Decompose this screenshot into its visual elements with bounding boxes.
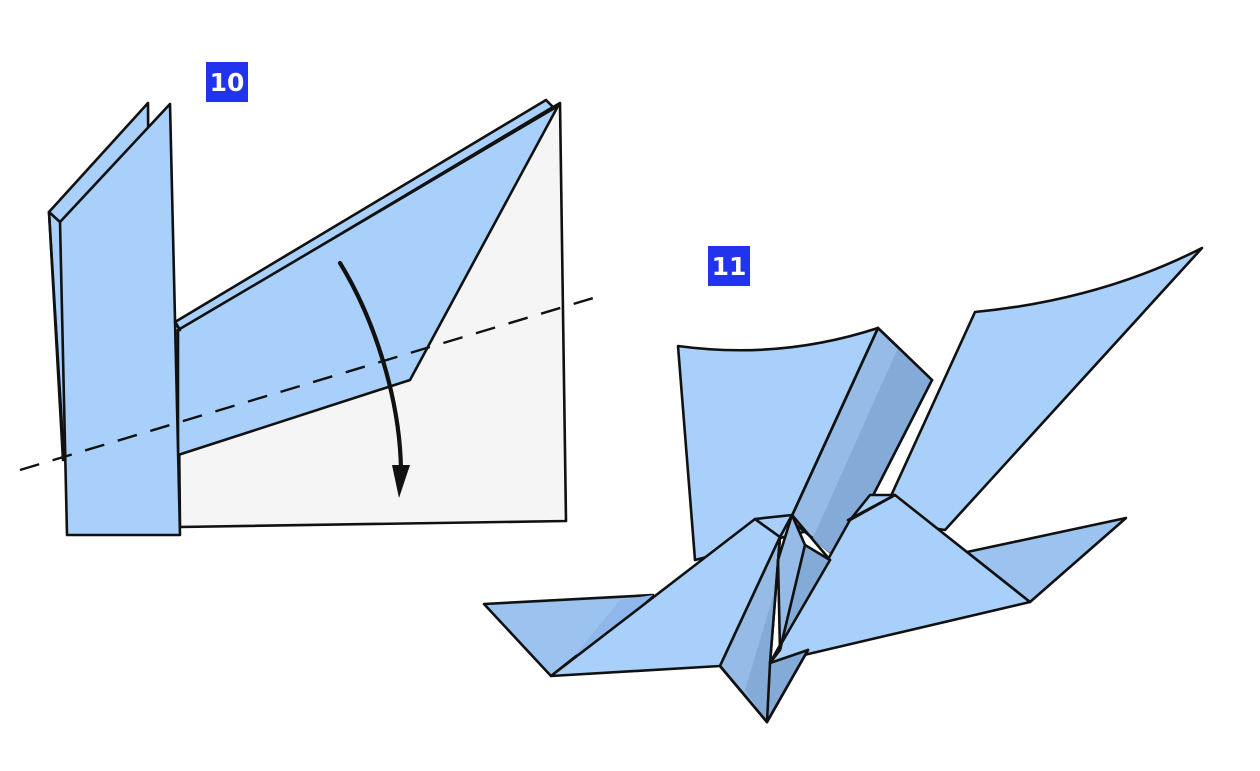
step-11-model [482, 246, 1204, 724]
step-number-badge-10: 10 [206, 62, 248, 102]
step-number-badge-11: 11 [708, 246, 750, 286]
left-strip-fold [47, 210, 62, 224]
step-10-model [47, 98, 568, 537]
curved-fold-arrow [337, 260, 410, 498]
left-front-strip [58, 102, 182, 537]
right-wing [878, 246, 1204, 532]
left-strip-edge [47, 210, 65, 462]
